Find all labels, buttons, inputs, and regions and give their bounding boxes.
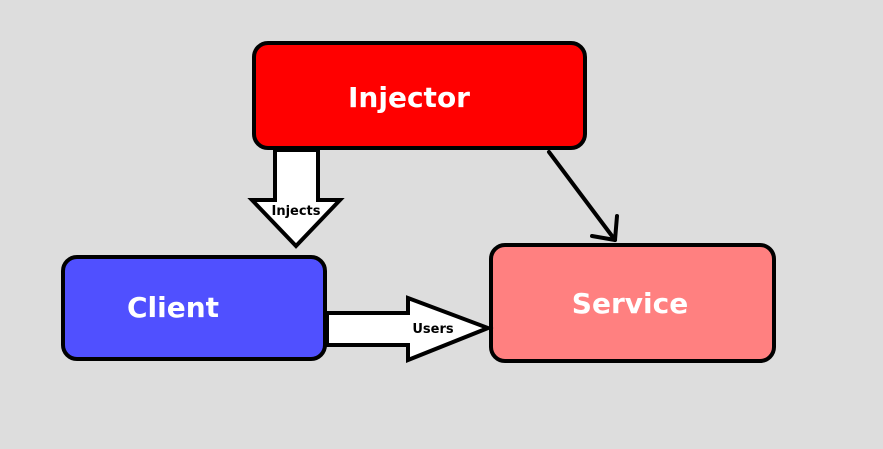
uses-arrow-label: Users <box>412 322 454 337</box>
service-label: Service <box>572 287 688 320</box>
injector-box <box>252 41 587 150</box>
injects-arrow-label: Injects <box>271 204 320 219</box>
injector-to-service-arrowhead <box>590 214 619 242</box>
injects-arrow <box>247 148 345 249</box>
injector-to-service-arrow-line <box>547 150 617 242</box>
client-box <box>61 255 327 361</box>
uses-arrow <box>325 295 494 363</box>
client-label: Client <box>127 291 219 324</box>
service-box <box>489 243 776 363</box>
injector-label: Injector <box>348 81 470 114</box>
